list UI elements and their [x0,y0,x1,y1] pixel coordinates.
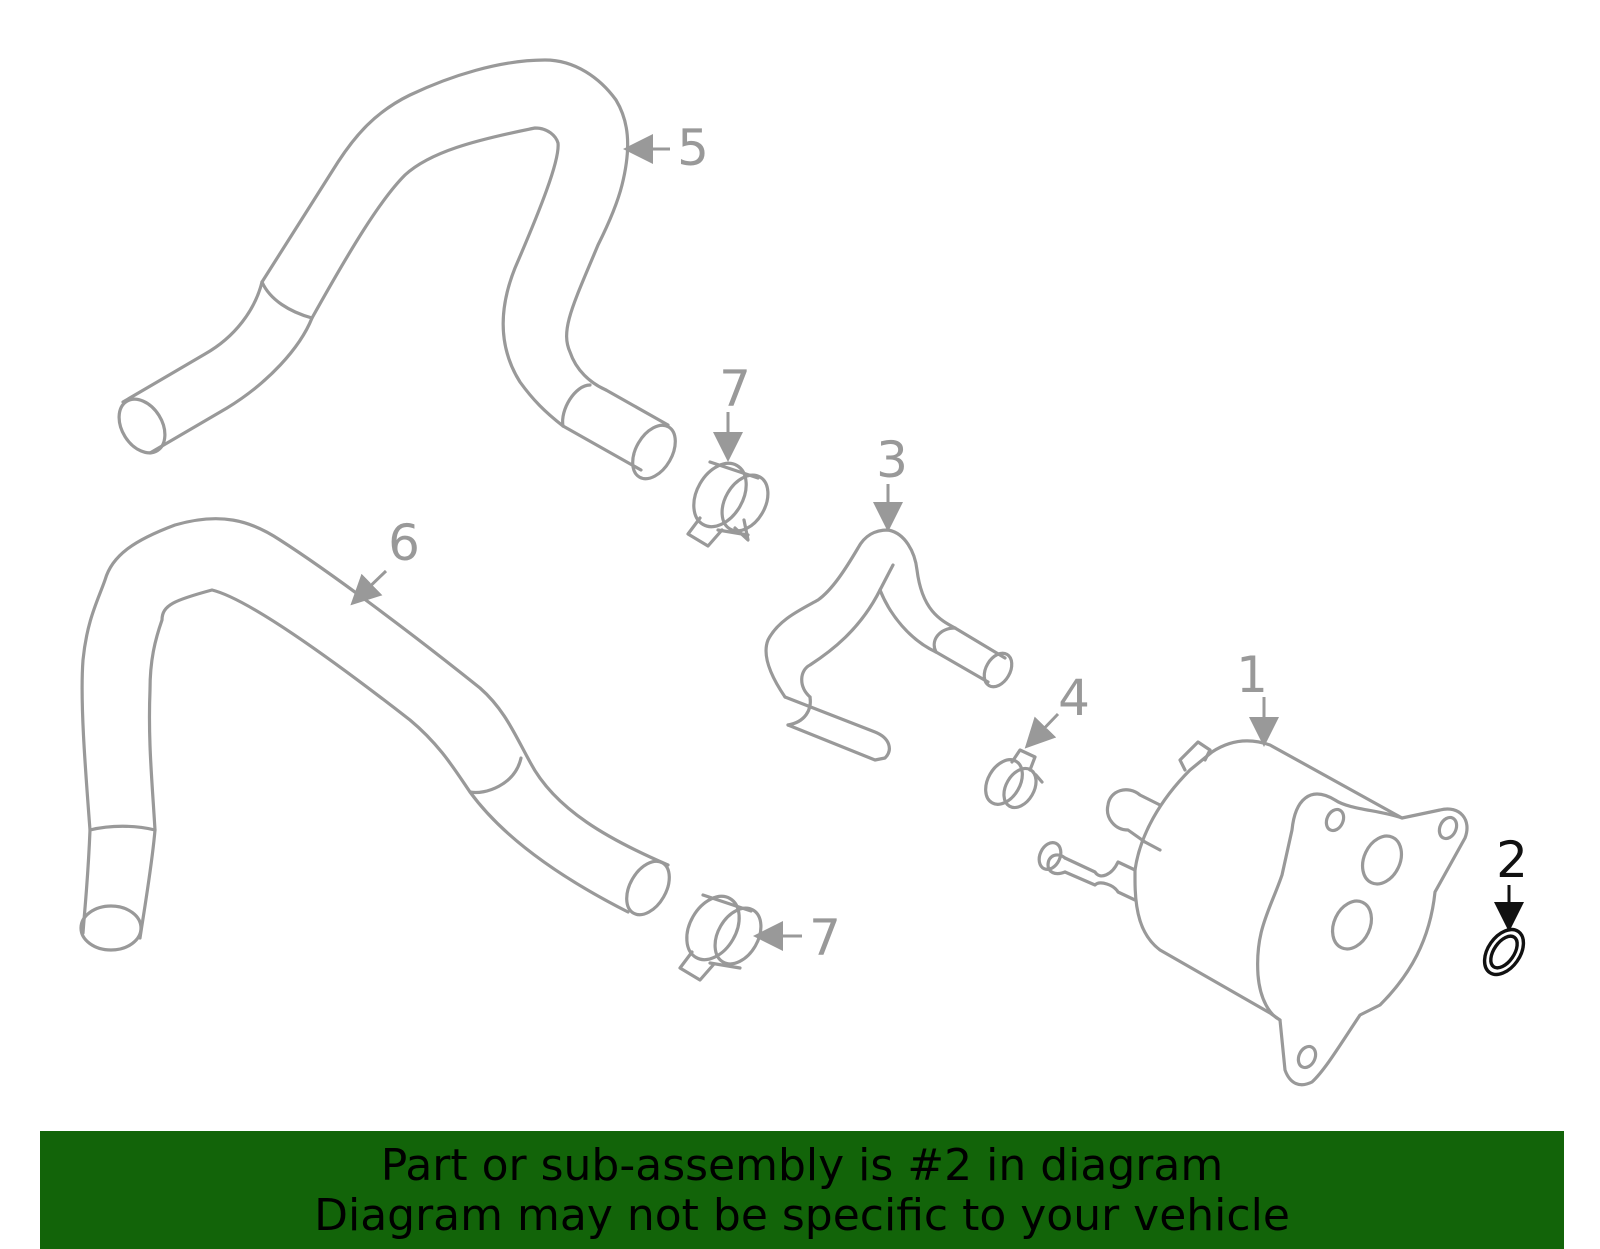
parts-diagram: 1 2 3 4 5 6 7 7 [79,58,1528,1087]
banner-line-2: Diagram may not be specific to your vehi… [314,1190,1290,1241]
hose-part-6 [79,517,671,952]
callout-3: 3 [873,431,908,532]
oil-cooler-part-1 [1037,739,1469,1087]
callout-5: 5 [623,119,709,177]
clamp-part-7-upper [686,460,770,548]
callout-label-3: 3 [876,431,908,489]
callout-label-1: 1 [1236,646,1268,704]
info-banner: Part or sub-assembly is #2 in diagram Di… [40,1131,1564,1249]
callout-2: 2 [1494,831,1528,932]
callout-label-5: 5 [677,119,709,177]
callout-label-2: 2 [1496,831,1528,889]
banner-line-1: Part or sub-assembly is #2 in diagram [380,1140,1224,1191]
callout-6: 6 [350,514,420,606]
clamp-part-4 [984,748,1044,810]
o-ring-part-2 [1482,927,1526,977]
hose-part-5 [117,58,677,481]
hose-part-3 [764,528,1014,762]
callout-7-lower: 7 [753,909,841,967]
callout-label-7-lower: 7 [809,909,841,967]
callout-label-6: 6 [388,514,420,572]
callout-4: 4 [1024,669,1090,749]
callout-7-upper: 7 [713,360,751,462]
clamp-part-7-lower [678,893,763,982]
callout-1: 1 [1236,646,1279,747]
callout-label-7-upper: 7 [719,360,751,418]
callout-label-4: 4 [1058,669,1090,727]
